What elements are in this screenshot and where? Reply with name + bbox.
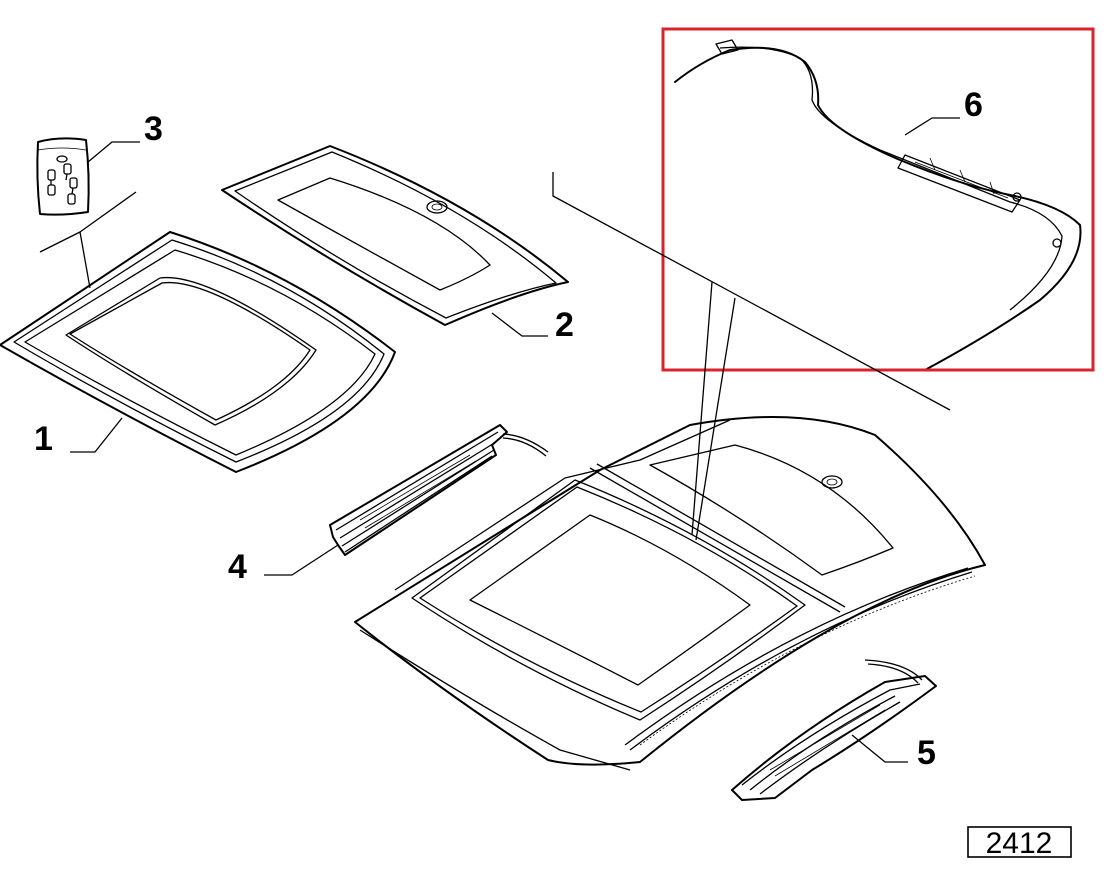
roof-assembly[interactable] xyxy=(354,416,986,771)
part-5-rail[interactable] xyxy=(731,659,937,801)
callout-6: 6 xyxy=(964,86,983,124)
part-3-fastener-kit[interactable] xyxy=(36,137,90,216)
reference-number-box: 2412 xyxy=(967,826,1072,860)
callout-2: 2 xyxy=(555,306,574,344)
leader-lines xyxy=(39,117,960,763)
reference-number: 2412 xyxy=(986,827,1053,860)
part-4-rail[interactable] xyxy=(329,424,549,556)
callout-1: 1 xyxy=(34,420,53,458)
part-6-drain-hoses[interactable] xyxy=(674,39,1082,371)
callout-4: 4 xyxy=(228,548,247,586)
callout-5: 5 xyxy=(917,734,936,772)
part-1-glass-panel[interactable] xyxy=(0,231,396,473)
highlight-box xyxy=(661,27,1095,372)
part-2-inner-panel[interactable] xyxy=(221,145,569,326)
callout-3: 3 xyxy=(144,110,163,148)
